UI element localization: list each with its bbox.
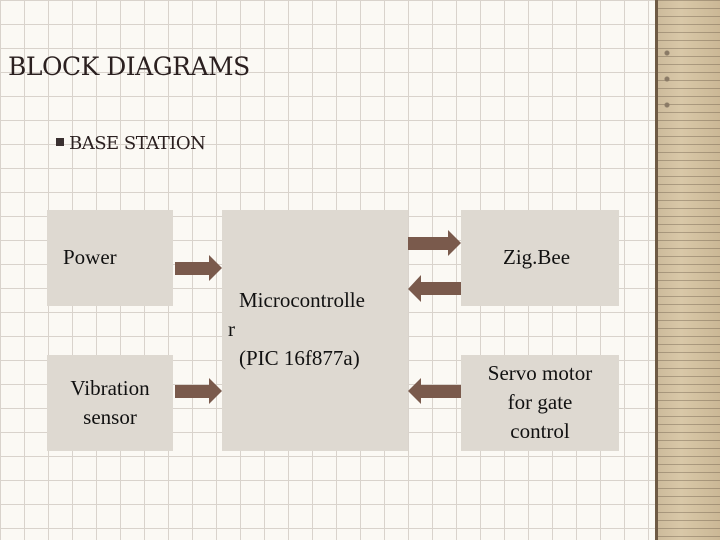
power-block: Power [47, 210, 173, 306]
vibration-sensor-block: Vibration sensor [47, 355, 173, 451]
zigbee-block: Zig.Bee [461, 210, 619, 306]
servo-motor-block: Servo motor for gate control [461, 355, 619, 451]
arrow-vibration-to-mcu [175, 378, 222, 404]
arrow-zigbee-to-mcu [408, 275, 461, 302]
servo-motor-label: Servo motor for gate control [487, 361, 593, 443]
ruler-holes-icon [663, 40, 671, 120]
microcontroller-block: Microcontrolle r (PIC 16f877a) [222, 210, 408, 451]
power-label: Power [63, 245, 117, 269]
microcontroller-label-line2: r [228, 317, 235, 341]
zigbee-label: Zig.Bee [503, 245, 571, 269]
bullet-item: BASE STATION [56, 133, 206, 154]
microcontroller-label-line3: (PIC 16f877a) [239, 346, 360, 370]
arrow-servo-to-mcu [408, 378, 461, 404]
decorative-ruler [655, 0, 720, 540]
vibration-sensor-label: Vibration sensor [70, 376, 150, 429]
bullet-text: BASE STATION [69, 133, 206, 154]
square-bullet-icon [56, 138, 64, 146]
arrow-mcu-to-zigbee [408, 230, 461, 256]
microcontroller-label-line1: Microcontrolle [239, 288, 365, 312]
arrow-power-to-mcu [175, 255, 222, 281]
slide-title: BLOCK DIAGRAMS [8, 52, 250, 81]
